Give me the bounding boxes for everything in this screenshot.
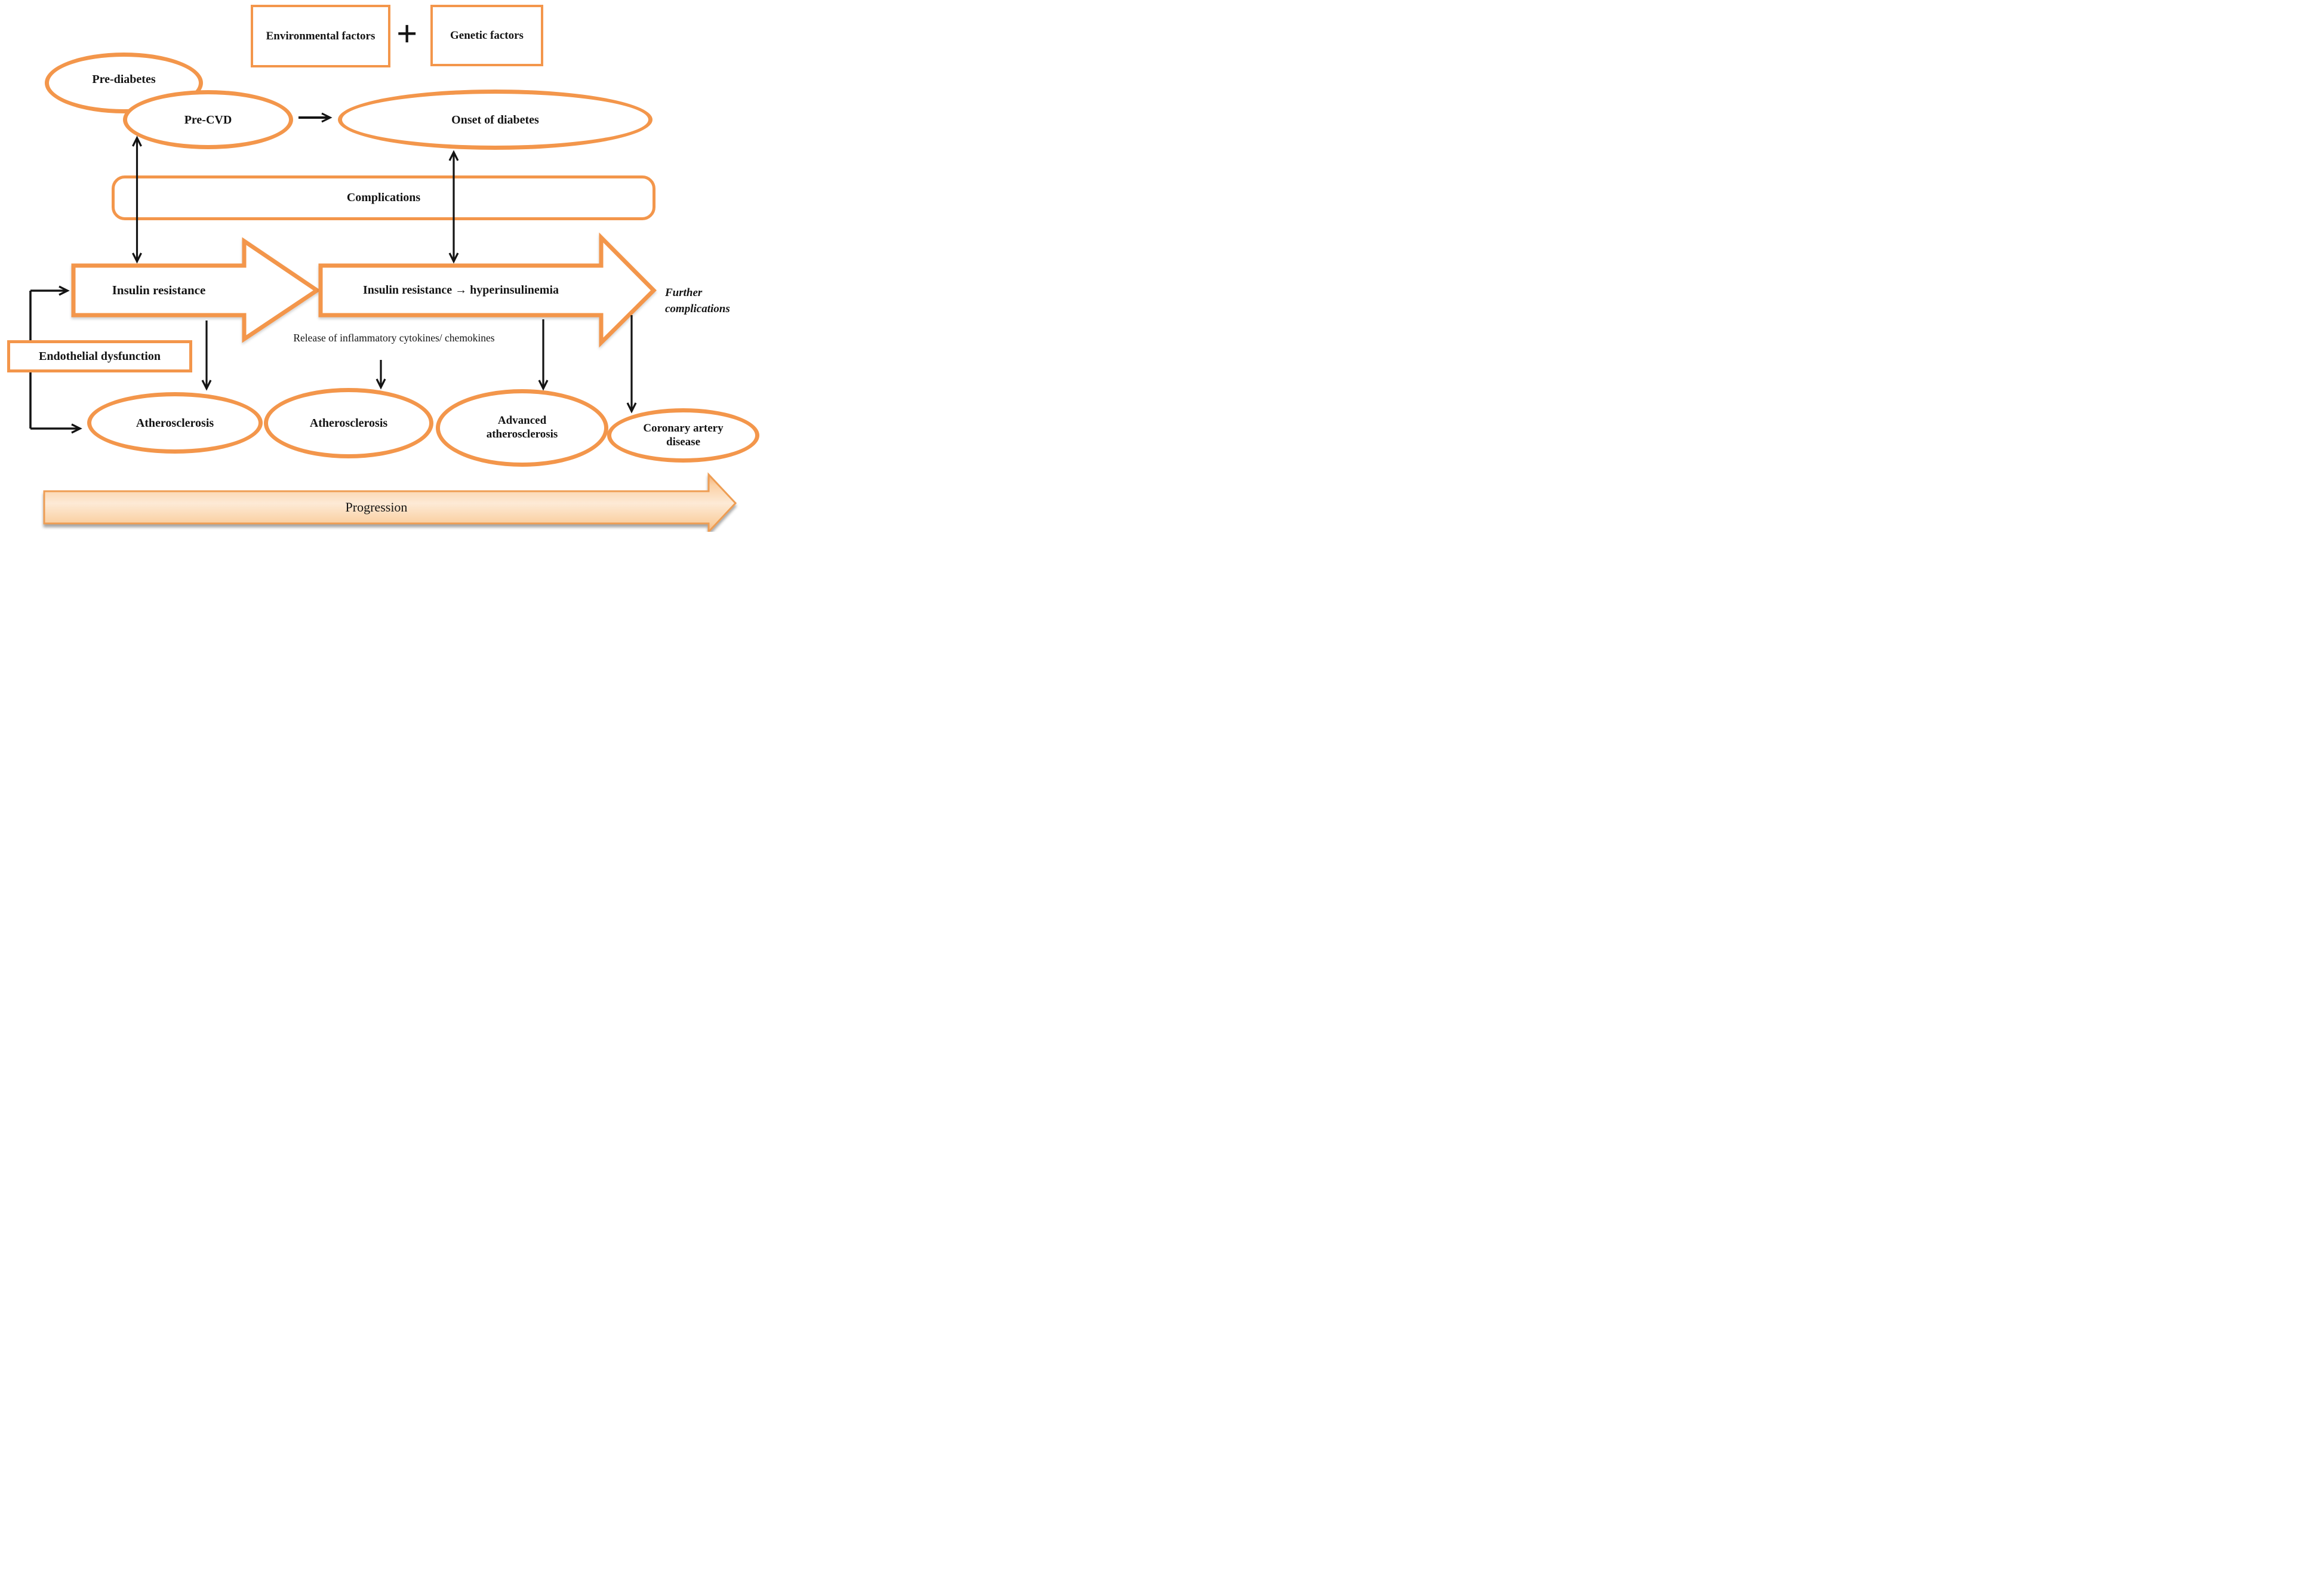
endothelial-dysfunction-label: Endothelial dysfunction [39, 349, 161, 363]
atherosclerosis-early-ellipse: Atherosclerosis [87, 392, 263, 454]
endothelial-dysfunction-box: Endothelial dysfunction [7, 340, 192, 372]
onset-of-diabetes-ellipse: Onset of diabetes [338, 90, 653, 150]
pre-diabetes-label: Pre-diabetes [92, 73, 156, 86]
environmental-factors-label: Environmental factors [266, 29, 376, 42]
insulin-resistance-block-arrow [71, 237, 321, 343]
genetic-factors-label: Genetic factors [450, 29, 524, 42]
genetic-factors-box: Genetic factors [430, 5, 543, 66]
atherosclerosis-mid-label: Atherosclerosis [309, 417, 388, 430]
complications-label: Complications [346, 191, 421, 204]
plus-sign: + [396, 14, 418, 54]
hyperinsulinemia-block-arrow [318, 232, 657, 348]
diabetes-cvd-progression-diagram: Environmental factors + Genetic factors … [0, 0, 767, 532]
coronary-artery-disease-ellipse: Coronary artery disease [607, 408, 759, 463]
coronary-artery-disease-label: Coronary artery disease [643, 421, 724, 448]
pre-cvd-ellipse: Pre-CVD [123, 90, 293, 149]
advanced-atherosclerosis-label: Advanced atherosclerosis [486, 414, 558, 440]
environmental-factors-box: Environmental factors [251, 5, 390, 67]
pre-diabetes-ellipse: Pre-diabetes [45, 53, 203, 113]
onset-of-diabetes-label: Onset of diabetes [451, 113, 539, 127]
pre-cvd-label: Pre-CVD [184, 113, 232, 127]
progression-arrow [43, 472, 737, 532]
atherosclerosis-early-label: Atherosclerosis [136, 416, 214, 430]
advanced-atherosclerosis-ellipse: Advanced atherosclerosis [436, 389, 608, 467]
atherosclerosis-mid-ellipse: Atherosclerosis [264, 388, 433, 458]
connector-layer-over [43, 112, 737, 532]
complications-box: Complications [112, 175, 655, 220]
